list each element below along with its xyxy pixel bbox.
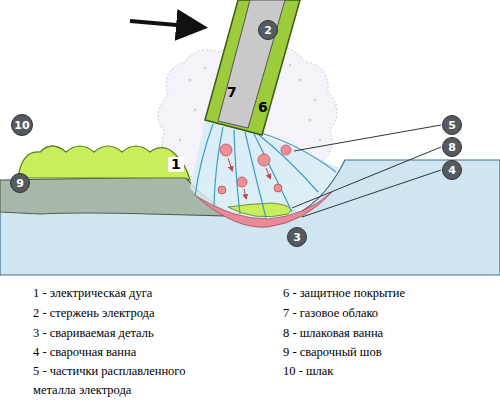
callout-number: 3 <box>293 231 301 244</box>
callout-number: 4 <box>448 164 456 177</box>
callout-circle: 3 <box>287 227 307 247</box>
callout-circle: 8 <box>442 137 462 157</box>
callout-number: 1 <box>168 157 184 172</box>
legend-text: 1 - электрическая дуга <box>33 284 152 303</box>
callout-number: 5 <box>448 119 456 132</box>
direction-arrow <box>130 21 200 27</box>
callout-number: 9 <box>16 177 24 190</box>
legend-text: 10 - шлак <box>283 362 333 381</box>
legend-text: 9 - сварочный шов <box>283 343 382 362</box>
callout-number: 2 <box>264 24 272 37</box>
legend-text: 5 - частички расплавленного металла элек… <box>33 362 223 400</box>
callout-number: 6 <box>258 100 268 115</box>
leader-lines <box>292 125 441 217</box>
callout-number: 10 <box>14 119 29 132</box>
callout-circle: 10 <box>11 114 33 136</box>
slag-bath <box>228 203 291 217</box>
callout-circle: 5 <box>442 115 462 135</box>
legend-text: 7 - газовое облако <box>283 304 378 323</box>
callout-circle: 2 <box>258 20 278 40</box>
legend-text: 8 - шлаковая ванна <box>283 324 383 343</box>
metal-droplets <box>218 144 291 194</box>
slag <box>18 146 190 180</box>
electrode-coating <box>205 0 300 135</box>
electrode-rod <box>218 0 285 128</box>
callout-number: 7 <box>227 85 237 100</box>
callout-number: 8 <box>448 141 456 154</box>
droplet-arrows <box>228 158 270 198</box>
legend-text: 6 - защитное покрытие <box>283 284 405 303</box>
electric-arc <box>195 124 336 218</box>
callout-circle: 4 <box>442 160 462 180</box>
callout-circle: 9 <box>10 173 30 193</box>
legend-text: 4 - сварочная ванна <box>33 343 136 362</box>
legend-text: 2 - стержень электрода <box>33 304 155 323</box>
legend-text: 3 - свариваемая деталь <box>33 324 154 343</box>
